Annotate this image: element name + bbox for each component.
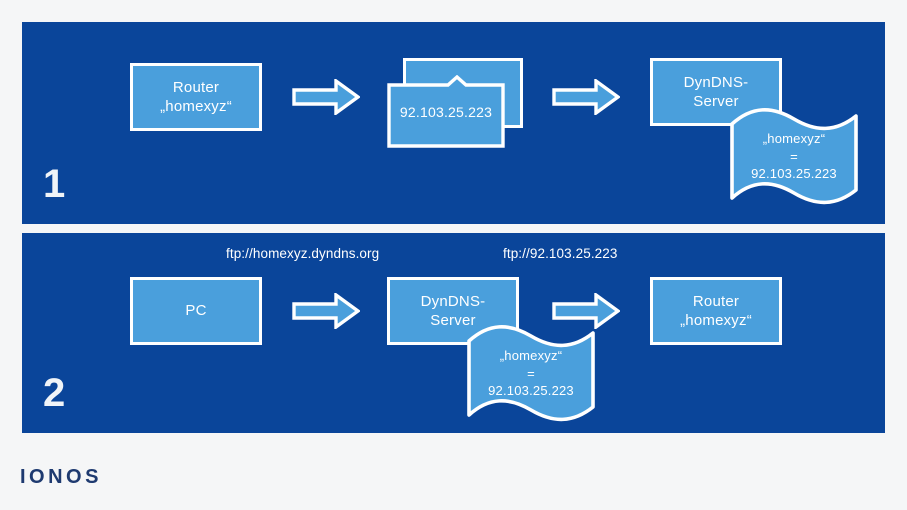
step-1-panel: 1 Router „homexyz“ 92.103.25.223 <box>22 22 885 224</box>
node-router-left-label: Router „homexyz“ <box>160 78 232 115</box>
node-pc-label: PC <box>185 302 207 320</box>
node-dyndns-server-label: DynDNS- Server <box>420 292 486 329</box>
step-number-2: 2 <box>43 371 66 415</box>
node-dyndns-server-label: DynDNS- Server <box>683 73 749 110</box>
arrow-right-icon <box>292 79 360 115</box>
document-front-sheet <box>387 75 505 148</box>
arrow-right-icon <box>292 293 360 329</box>
node-ip-document-label: 92.103.25.223 <box>399 103 493 120</box>
node-router-right-label: Router „homexyz“ <box>680 292 752 329</box>
caption-url-ip: ftp://92.103.25.223 <box>503 246 618 261</box>
node-ip-document: 92.103.25.223 <box>387 58 523 148</box>
node-router-right: Router „homexyz“ <box>650 277 782 345</box>
node-router-left: Router „homexyz“ <box>130 63 262 131</box>
node-pc: PC <box>130 277 262 345</box>
arrow-right-icon <box>552 79 620 115</box>
step-2-panel: 2 ftp://homexyz.dyndns.org ftp://92.103.… <box>22 233 885 433</box>
arrow-right-icon <box>552 293 620 329</box>
caption-url-hostname: ftp://homexyz.dyndns.org <box>226 246 380 261</box>
dns-record-banner: „homexyz“ = 92.103.25.223 <box>465 319 597 429</box>
dns-record-banner: „homexyz“ = 92.103.25.223 <box>728 102 860 212</box>
ionos-logo: IONOS <box>20 466 102 488</box>
step-number-1: 1 <box>43 162 66 206</box>
